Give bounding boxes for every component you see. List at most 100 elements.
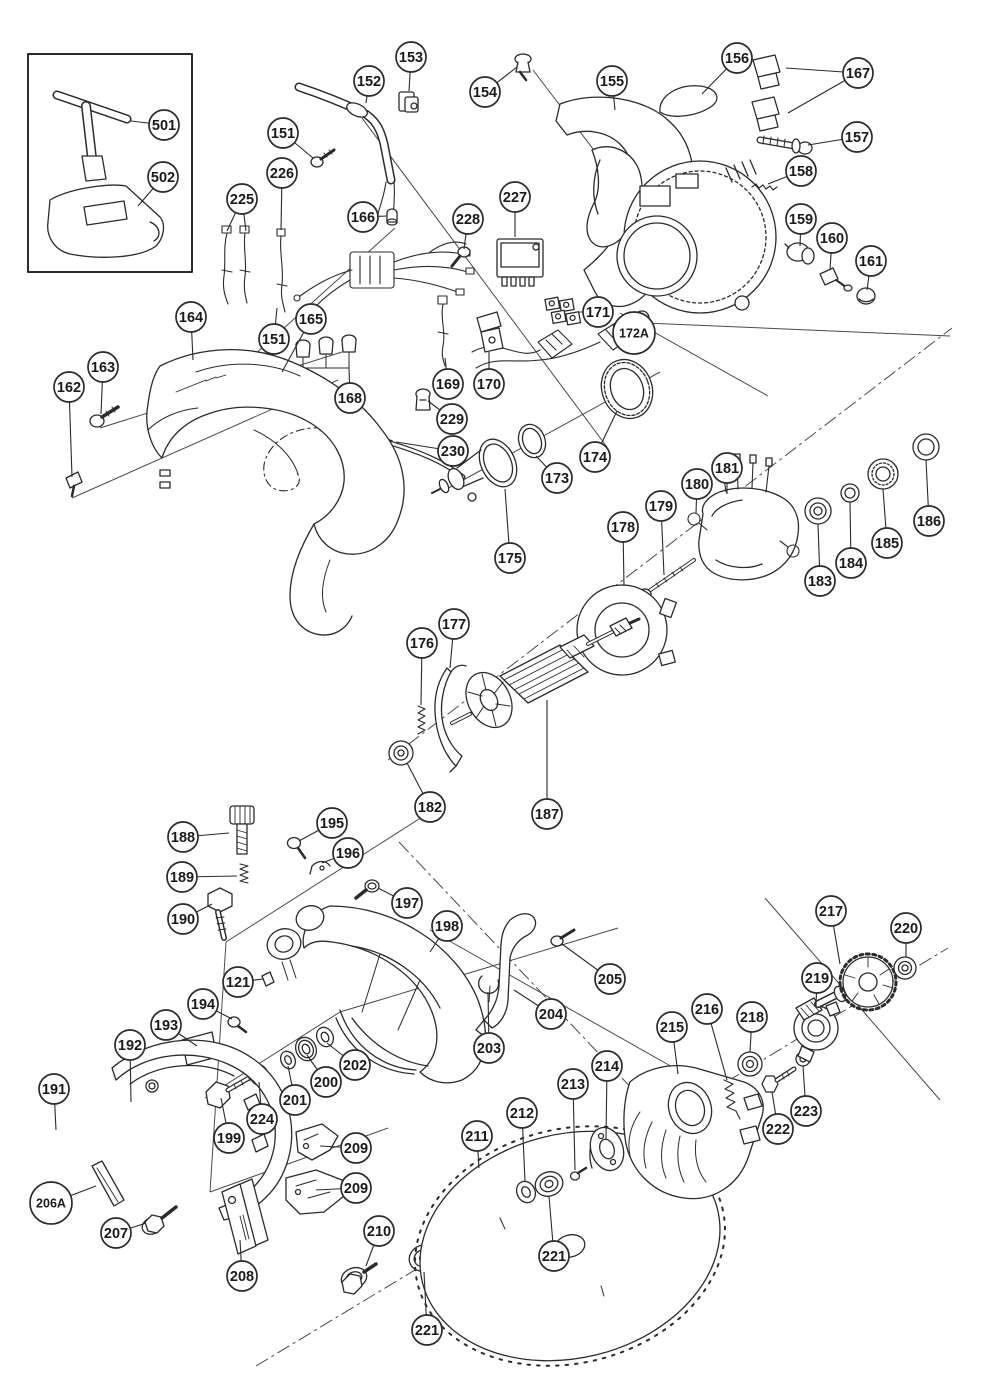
callout-221: 221	[411, 1314, 443, 1346]
strip-206A-drawing	[91, 1160, 125, 1207]
svg-text:190: 190	[171, 912, 195, 928]
svg-text:162: 162	[57, 380, 81, 396]
screw-195-drawing	[286, 836, 307, 860]
callout-202: 202	[339, 1049, 371, 1081]
svg-text:159: 159	[789, 212, 813, 228]
svg-text:188: 188	[171, 830, 195, 846]
svg-text:160: 160	[820, 231, 844, 247]
svg-text:194: 194	[191, 997, 215, 1013]
callout-207: 207	[100, 1217, 132, 1249]
callout-154: 154	[469, 76, 501, 108]
svg-text:213: 213	[561, 1077, 585, 1093]
svg-text:121: 121	[226, 975, 250, 991]
callout-223: 223	[790, 1095, 822, 1127]
callout-166: 166	[347, 201, 379, 233]
pipe-152-drawing	[294, 82, 396, 216]
callout-206A: 206A	[29, 1181, 73, 1225]
wedge-209a-drawing	[295, 1123, 339, 1161]
svg-text:165: 165	[299, 312, 323, 328]
callout-213: 213	[557, 1068, 589, 1100]
bearing-218-drawing	[737, 1051, 763, 1077]
callout-227: 227	[499, 181, 531, 213]
clip-203-drawing	[478, 975, 500, 1003]
svg-text:155: 155	[600, 74, 624, 90]
callout-212: 212	[506, 1097, 538, 1129]
svg-text:216: 216	[695, 1002, 719, 1018]
callout-165: 165	[295, 303, 327, 335]
part-170-drawing	[476, 311, 504, 353]
saw-blade-211-drawing	[414, 1125, 726, 1367]
callout-220: 220	[890, 912, 922, 944]
svg-text:166: 166	[351, 210, 375, 226]
svg-text:220: 220	[894, 921, 918, 937]
callout-157: 157	[841, 121, 873, 153]
bolt-210-drawing	[340, 1262, 378, 1295]
callout-182: 182	[414, 791, 446, 823]
bolt-190-drawing	[207, 887, 233, 941]
svg-text:229: 229	[440, 412, 464, 428]
svg-text:151: 151	[271, 126, 295, 142]
svg-text:206A: 206A	[36, 1197, 66, 1211]
callout-177: 177	[438, 608, 470, 640]
part-229-drawing	[415, 388, 431, 411]
callout-152: 152	[353, 65, 385, 97]
svg-text:230: 230	[441, 444, 465, 460]
svg-text:225: 225	[230, 192, 254, 208]
svg-text:182: 182	[418, 800, 442, 816]
svg-text:201: 201	[283, 1093, 307, 1109]
disc-214-drawing	[589, 1126, 625, 1172]
svg-text:192: 192	[118, 1038, 142, 1054]
callout-195: 195	[316, 807, 348, 839]
callout-192: 192	[114, 1029, 146, 1061]
svg-text:501: 501	[152, 118, 176, 134]
svg-text:193: 193	[154, 1018, 178, 1034]
svg-text:205: 205	[598, 972, 622, 988]
callout-219: 219	[801, 962, 833, 994]
callout-164: 164	[175, 301, 207, 333]
wire-169-drawing	[437, 295, 449, 367]
callout-179: 179	[645, 490, 677, 522]
callout-203: 203	[473, 1032, 505, 1064]
gear-cover-215-drawing	[623, 1065, 764, 1200]
bolt-222-drawing	[761, 1066, 797, 1093]
callout-174: 174	[579, 441, 611, 473]
svg-text:173: 173	[545, 471, 569, 487]
svg-text:156: 156	[725, 51, 749, 67]
callout-171: 171	[582, 296, 614, 328]
callout-191: 191	[38, 1073, 70, 1105]
callout-208: 208	[226, 1260, 258, 1292]
svg-text:189: 189	[170, 870, 194, 886]
svg-text:197: 197	[395, 896, 419, 912]
svg-text:227: 227	[503, 190, 527, 206]
bolt-157-drawing	[756, 135, 813, 155]
nut-166-drawing	[386, 208, 398, 226]
lamp-175-drawing	[431, 438, 518, 502]
callout-502: 502	[147, 161, 179, 193]
svg-text:195: 195	[320, 816, 344, 832]
svg-text:152: 152	[357, 74, 381, 90]
callout-205: 205	[594, 963, 626, 995]
svg-text:226: 226	[270, 166, 294, 182]
svg-text:212: 212	[510, 1106, 534, 1122]
bearing-182-drawing	[388, 740, 414, 766]
svg-text:198: 198	[435, 919, 459, 935]
callout-210: 210	[363, 1215, 395, 1247]
spring-176-drawing	[417, 705, 426, 735]
svg-text:223: 223	[794, 1104, 818, 1120]
screw-163-drawing	[89, 405, 120, 428]
grip-cover-156-drawing	[659, 85, 718, 117]
svg-text:228: 228	[456, 212, 480, 228]
callout-180: 180	[681, 468, 713, 500]
svg-text:157: 157	[845, 130, 869, 146]
svg-text:221: 221	[542, 1249, 566, 1265]
ring-186-drawing	[912, 433, 940, 461]
callout-197: 197	[391, 887, 423, 919]
screw-228-drawing	[450, 246, 471, 268]
svg-text:215: 215	[660, 1020, 684, 1036]
bearing-185-drawing	[867, 458, 899, 490]
callout-186: 186	[913, 505, 945, 537]
svg-text:207: 207	[104, 1226, 128, 1242]
svg-text:168: 168	[338, 391, 362, 407]
callout-153: 153	[395, 41, 427, 73]
callout-217: 217	[815, 895, 847, 927]
